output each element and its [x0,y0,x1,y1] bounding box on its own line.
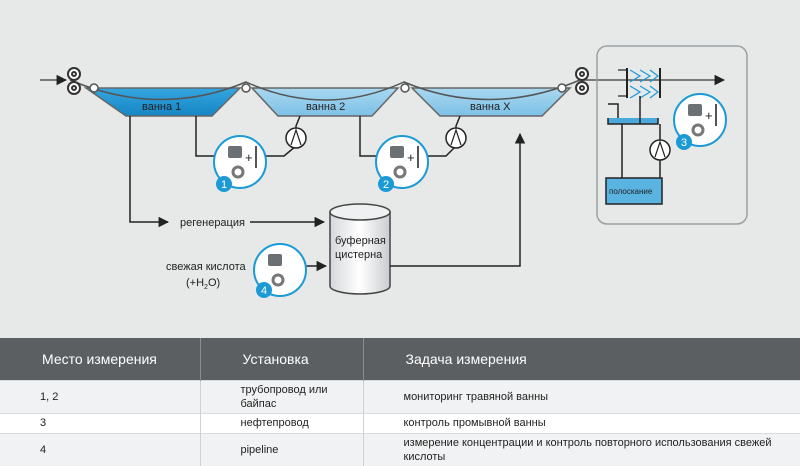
badge-1 [216,176,232,192]
pump-symbol [290,128,302,146]
bath-2-label: ванна 2 [306,101,345,113]
cell-installation: pipeline [200,433,364,466]
rinse-label: полоскание [609,187,653,196]
measurement-table: Место измерения Установка Задача измерен… [0,338,800,466]
buffer-label-line1: буферная [335,235,386,247]
badge-3 [676,134,692,150]
header-installation: Установка [200,338,364,380]
regeneration-label: регенерация [180,217,245,229]
bath-1-label: ванна 1 [142,101,181,113]
drive-rollers-left [67,67,81,95]
drive-rollers-right [575,67,589,95]
cell-location: 4 [0,433,201,466]
cell-installation: нефтепровод [200,413,364,433]
badge-2-number: 2 [383,179,389,191]
process-diagram: ванна 1 ванна 2 ванна X + 1 + 2 регенера… [40,45,748,298]
cell-location: 3 [0,413,201,433]
bath-x-label: ванна X [470,101,511,113]
badge-4-number: 4 [261,285,267,297]
header-task: Задача измерения [405,350,527,367]
fresh-acid-label-line1: свежая кислота [166,261,246,273]
pump-symbol [450,128,462,146]
svg-text:+: + [705,108,713,123]
cell-task: мониторинг травяной ванны [403,390,549,403]
pump-icon [445,127,467,149]
svg-text:+: + [245,150,253,165]
table-row: 4 pipeline измерение концентрации и конт… [0,433,800,466]
drain-pipe [129,116,170,228]
guide-roller [557,83,567,93]
table-row: 3 нефтепровод контроль промывной ванны [0,413,800,433]
pump-symbol [654,140,666,158]
header-location: Место измерения [0,338,201,380]
pump-icon [285,127,307,149]
sensor-station-3: + 3 [673,93,727,150]
rinse-pump-icon [649,139,671,161]
table-header-row: Место измерения Установка Задача измерен… [0,338,800,380]
rinse-panel [596,45,748,225]
svg-text:+: + [407,150,415,165]
cell-task: измерение концентрации и контроль повтор… [403,436,772,463]
fresh-acid-label-line2: (+H2O) [186,277,220,291]
steel-strip [69,79,700,101]
cell-location: 1, 2 [0,380,201,413]
buffer-tank [329,203,391,295]
rinse-piping [608,96,661,178]
badge-1-number: 1 [221,179,227,191]
spray-nozzles [618,68,661,99]
guide-roller [89,83,99,93]
rinse-trough [607,118,659,125]
badge-3-number: 3 [681,137,687,149]
bath-2 [250,87,400,117]
cell-installation: трубопровод или байпас [200,380,364,413]
return-pipe [390,132,526,267]
guide-roller [241,83,251,93]
buffer-label-line2: цистерна [335,249,383,261]
table-row: 1, 2 трубопровод или байпас мониторинг т… [0,380,800,413]
sensor-station-2: + 2 [375,135,429,192]
sensor-station-4: 4 [253,243,307,298]
badge-4 [256,282,272,298]
guide-roller [400,83,410,93]
rinse-tank [605,177,663,205]
badge-2 [378,176,394,192]
cell-task: контроль промывной ванны [403,417,546,429]
sensor-station-1: + 1 [213,135,267,192]
